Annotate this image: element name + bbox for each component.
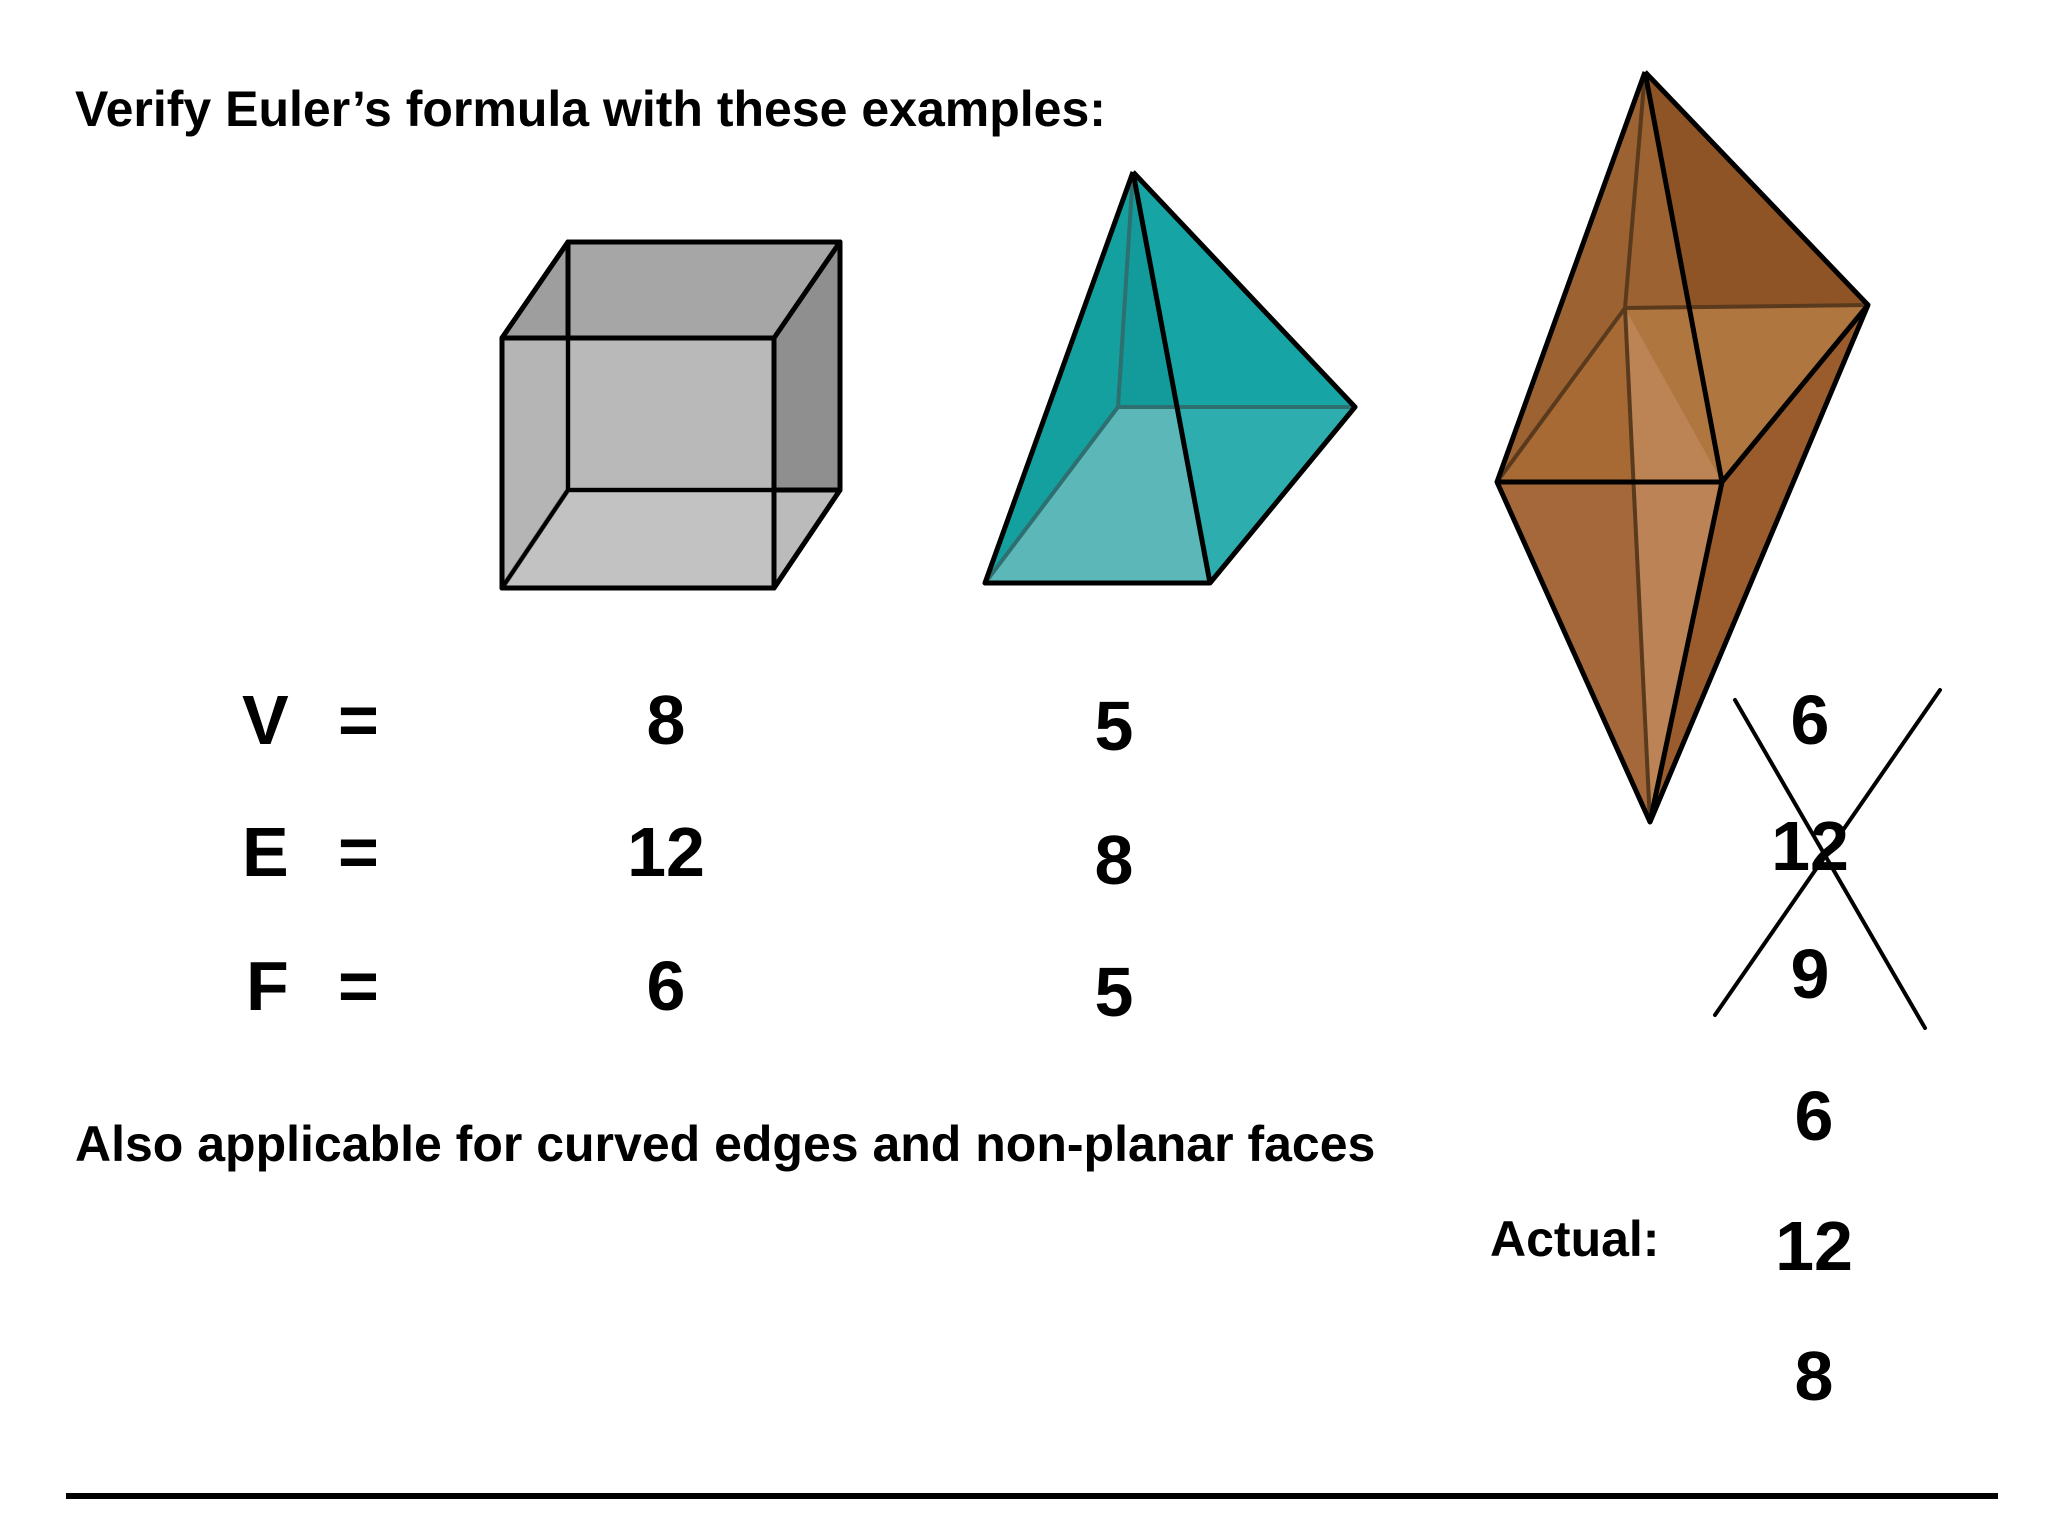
pyramid-shape (982, 170, 1358, 586)
slide-heading: Verify Euler’s formula with these exampl… (75, 81, 1106, 137)
bipyramid-actual-edges: 12 (1775, 1207, 1853, 1285)
pyramid-vertices: 5 (1094, 687, 1134, 765)
actual-label: Actual: (1490, 1211, 1660, 1267)
cross-out-mark (1713, 688, 1942, 1030)
row-eq-e: = (338, 813, 379, 891)
bipyramid-actual-vertices: 6 (1794, 1077, 1834, 1155)
cube-vertices: 8 (646, 681, 686, 759)
cube-shape (499, 239, 843, 591)
pyramid-edges: 8 (1094, 821, 1134, 899)
cube-edges: 12 (627, 813, 705, 891)
row-label-e: E (242, 813, 289, 891)
footnote: Also applicable for curved edges and non… (75, 1116, 1376, 1172)
row-eq-f: = (338, 947, 379, 1025)
cube-faces: 6 (646, 947, 686, 1025)
row-label-f: F (246, 947, 289, 1025)
pyramid-faces: 5 (1094, 953, 1134, 1031)
row-label-v: V (242, 681, 289, 759)
bipyramid-shape (1494, 70, 1871, 825)
row-eq-v: = (338, 681, 379, 759)
bipyramid-wrong-faces: 9 (1790, 935, 1830, 1013)
bipyramid-wrong-vertices: 6 (1790, 681, 1830, 759)
bipyramid-wrong-edges: 12 (1771, 807, 1849, 885)
bipyramid-actual-faces: 8 (1794, 1337, 1834, 1415)
